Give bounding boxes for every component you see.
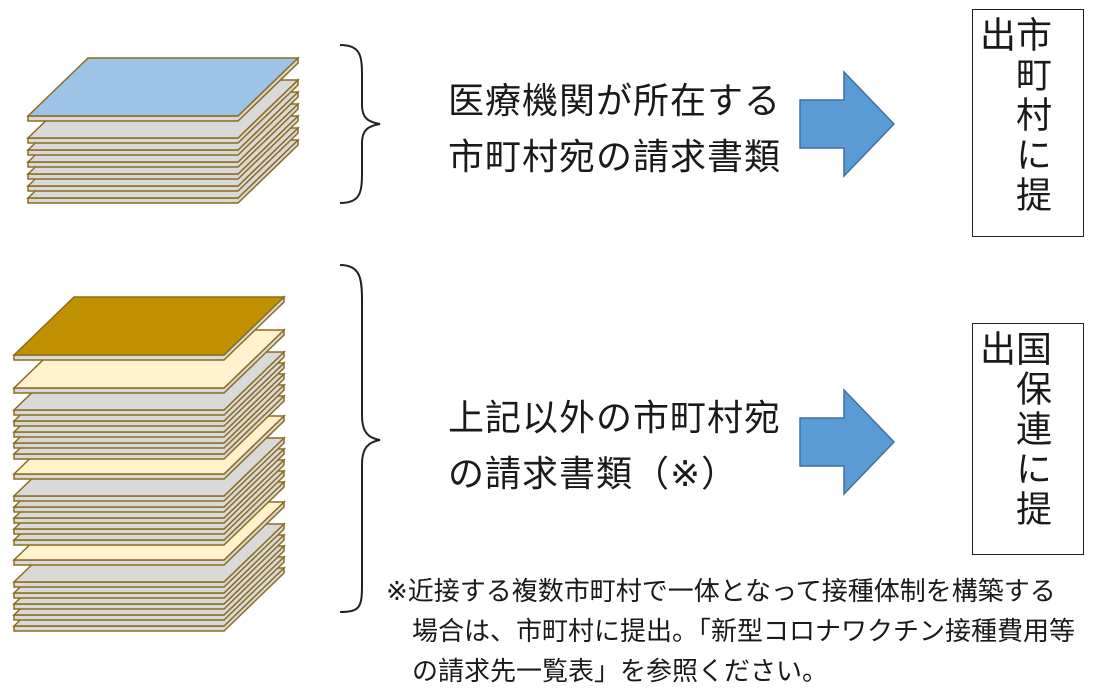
brace-bottom [339, 264, 381, 613]
group-2-label-line-1: 上記以外の市町村宛 [448, 398, 782, 439]
footnote: ※近接する複数市町村で一体となって接種体制を構築する 場合は、市町村に提出。「新… [386, 572, 1075, 692]
group-1-label: 医療機関が所在する 市町村宛の請求書類 [448, 74, 781, 186]
destination-box-kokuhoren: 国保連に提出 [972, 323, 1084, 555]
document-stack-municipality [26, 56, 300, 204]
group-1-label-line-1: 医療機関が所在する [448, 81, 782, 122]
destination-municipality-text: 市町村に提出 [974, 16, 1051, 216]
brace-top [339, 44, 381, 204]
paper-sheet [12, 296, 286, 356]
destination-box-municipality: 市町村に提出 [972, 9, 1084, 237]
paper-sheet [26, 57, 300, 117]
document-stack-other [12, 295, 286, 632]
group-2-label: 上記以外の市町村宛 の請求書類（※） [448, 391, 781, 503]
arrow-to-kokuhoren-icon [799, 388, 896, 496]
group-2-label-line-2: の請求書類（※） [448, 454, 739, 495]
destination-kokuhoren-text: 国保連に提出 [974, 330, 1051, 530]
arrow-to-municipality-icon [799, 70, 896, 178]
footnote-line-2: 場合は、市町村に提出。「新型コロナワクチン接種費用等 [412, 617, 1076, 647]
group-1-label-line-2: 市町村宛の請求書類 [448, 137, 782, 178]
footnote-line-3: の請求先一覧表」を参照ください。 [412, 657, 829, 687]
footnote-line-1: ※近接する複数市町村で一体となって接種体制を構築する [386, 577, 1056, 607]
